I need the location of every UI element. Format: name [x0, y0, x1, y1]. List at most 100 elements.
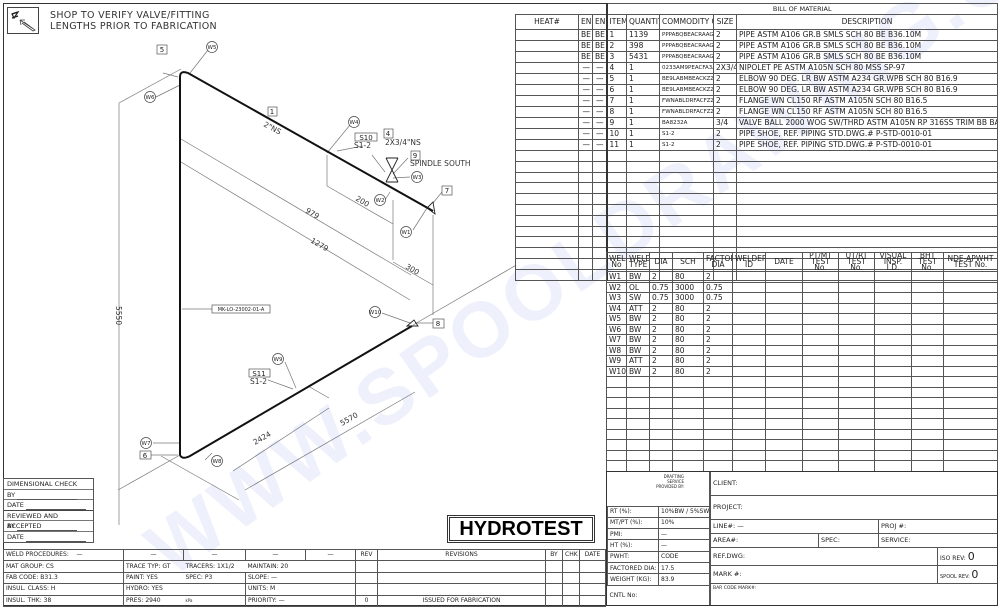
svg-text:4: 4: [386, 130, 391, 138]
bom-empty-cell: [713, 150, 738, 162]
weld-cell: W5: [606, 313, 627, 325]
weld-empty-cell: [765, 439, 803, 451]
callout-item-4: 4: [383, 128, 394, 139]
weld-empty-cell: [943, 386, 998, 398]
pwht-value: CODE: [658, 550, 710, 563]
weld-empty-cell: [626, 428, 650, 440]
weld-header: FACTORED DIA: [703, 252, 733, 272]
bom-cell-e1: —: [578, 95, 593, 107]
weld-empty-cell: [672, 407, 704, 419]
bom-cell-item: 4: [605, 62, 628, 74]
bom-cell-heat: [515, 40, 579, 52]
weld-empty-cell: [626, 418, 650, 430]
bom-cell-e1: —: [578, 62, 593, 74]
weld-cell: 2: [649, 334, 673, 346]
bom-empty-cell: [591, 182, 608, 195]
weld-proc-5: —: [305, 548, 356, 562]
weld-cell: 0.75: [703, 292, 733, 304]
bom-empty-cell: [591, 203, 608, 216]
pwht-label: PWHT:: [607, 550, 659, 563]
weld-empty-cell: [838, 397, 875, 409]
weld-cell: [838, 271, 875, 283]
bom-cell-e2: —: [591, 128, 608, 140]
weld-proc-3: —: [183, 548, 246, 562]
weld-empty-row: [606, 386, 998, 398]
iso-rev-value: 0: [967, 549, 975, 563]
bom-cell-item: 9: [605, 117, 628, 129]
weld-empty-cell: [732, 449, 766, 461]
support-type-s11: S1-2: [250, 377, 267, 386]
weld-cell: BW: [626, 344, 650, 356]
weld-cell: 2: [649, 323, 673, 335]
weld-cell: [911, 323, 944, 335]
weld-empty-row: [606, 407, 998, 419]
weld-cell: [732, 334, 766, 346]
weld-header: NDE-APWHT TEST No.: [943, 252, 998, 272]
weld-proc-4: —: [245, 548, 306, 562]
weld-empty-cell: [765, 386, 803, 398]
hydro: HYDRO: YES: [123, 583, 246, 596]
weld-cell: [732, 313, 766, 325]
weld-cell: W1: [606, 271, 627, 283]
svg-text:W9: W9: [274, 357, 283, 363]
weld-empty-cell: [874, 460, 912, 472]
weld-cell: [874, 323, 912, 335]
bom-header-end1: END 1: [578, 14, 593, 30]
bom-empty-cell: [736, 160, 998, 173]
weld-empty-cell: [649, 397, 673, 409]
weld-empty-cell: [626, 449, 650, 461]
bom-empty-cell: [578, 193, 593, 205]
weld-cell: W2: [606, 281, 627, 293]
bom-cell-heat: [515, 106, 579, 118]
bom-cell-code: PPPABQBEACRAAG: [659, 51, 715, 63]
ht-label: HT (%):: [607, 539, 659, 552]
dim-300: 300: [404, 262, 421, 277]
weld-cell: 80: [672, 313, 704, 325]
weld-empty-cell: [649, 439, 673, 451]
weld-empty-cell: [649, 376, 673, 388]
weld-cell: 2: [703, 323, 733, 335]
weld-cell: 2: [703, 344, 733, 356]
weld-cell: [732, 271, 766, 283]
spool-rev-label: SPOOL REV:: [940, 573, 970, 580]
bom-cell-code: BA8232A: [659, 117, 715, 129]
weld-cell: [874, 344, 912, 356]
weld-cell: BW: [626, 365, 650, 377]
weld-cell: [732, 355, 766, 367]
pipe-size-label: 2"NS: [262, 120, 283, 137]
weld-empty-cell: [649, 449, 673, 461]
weld-empty-cell: [765, 376, 803, 388]
bom-empty-cell: [659, 225, 715, 238]
signature-line: [26, 503, 86, 510]
signature-line: [17, 493, 78, 500]
bom-cell-size: 2: [713, 128, 738, 140]
weld-header: WELD TYPE: [626, 252, 650, 272]
weld-cell: [838, 365, 875, 377]
bom-cell-heat: [515, 29, 579, 41]
bom-empty-cell: [578, 203, 593, 216]
weld-cell: W4: [606, 302, 627, 314]
svg-text:W6: W6: [146, 95, 155, 101]
weld-empty-cell: [911, 449, 944, 461]
pressure-unit: kPa: [183, 594, 246, 607]
weight-value: 83.9: [658, 573, 710, 586]
bom-empty-cell: [591, 171, 608, 184]
weld-cell: 2: [649, 344, 673, 356]
bom-cell-code: S1-2: [659, 128, 715, 140]
callout-item-7: 7: [441, 185, 453, 196]
bom-cell-e1: —: [578, 117, 593, 129]
bill-of-material-table: BILL OF MATERIAL HEAT# END 1 END 2 ITEM …: [515, 3, 998, 281]
spool-rev-value: 0: [971, 567, 979, 581]
svg-text:S10: S10: [359, 134, 372, 142]
weld-cell: [911, 271, 944, 283]
bom-cell-desc: VALVE BALL 2000 WOG SW/THRD ASTM A105N R…: [736, 117, 998, 129]
dim-check-date: DATE: [4, 500, 93, 511]
weld-empty-cell: [672, 397, 704, 409]
review-by: BY: [4, 521, 93, 532]
weld-empty-cell: [732, 439, 766, 451]
bom-empty-row: [515, 203, 998, 216]
